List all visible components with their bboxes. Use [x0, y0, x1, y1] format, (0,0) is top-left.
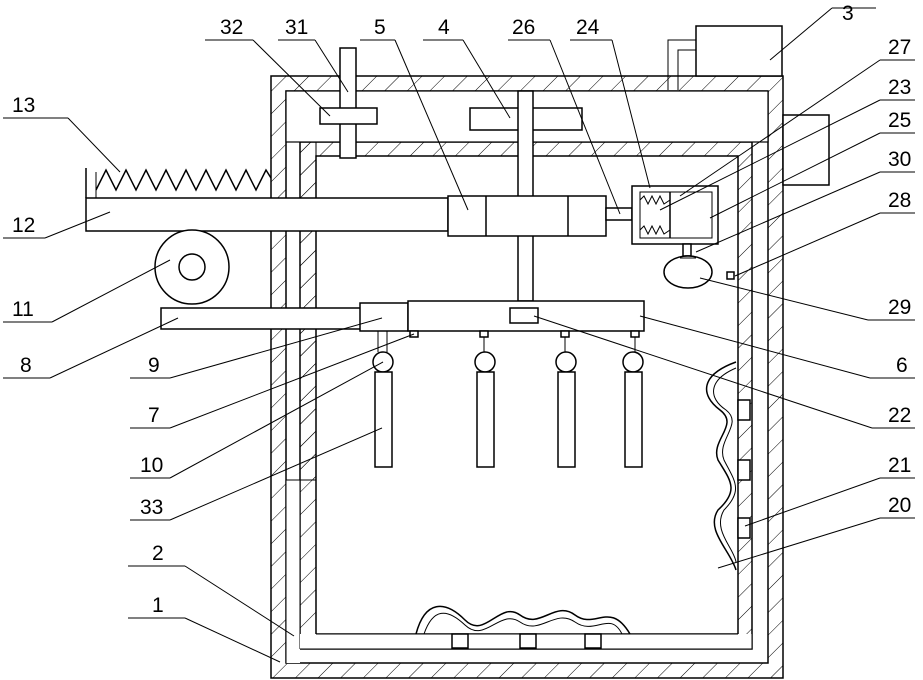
label-10: 10: [140, 454, 163, 477]
label-26: 26: [512, 16, 535, 39]
label-2: 2: [152, 542, 164, 565]
label-27: 27: [888, 36, 911, 59]
label-11: 11: [12, 298, 34, 321]
label-6: 6: [896, 354, 908, 377]
label-22: 22: [888, 404, 911, 427]
crossbeam-6: [408, 301, 644, 337]
label-33: 33: [140, 496, 163, 519]
label-32: 32: [220, 16, 243, 39]
label-20: 20: [888, 494, 911, 517]
label-30: 30: [888, 148, 911, 171]
label-29: 29: [888, 296, 911, 319]
label-12: 12: [12, 214, 35, 237]
label-31: 31: [285, 16, 308, 39]
label-8: 8: [20, 354, 32, 377]
label-9: 9: [148, 354, 160, 377]
label-3: 3: [842, 2, 854, 25]
label-1: 1: [152, 594, 164, 617]
label-7: 7: [148, 404, 160, 427]
label-28: 28: [888, 189, 911, 212]
sensor-28: [727, 272, 734, 279]
label-13: 13: [12, 94, 35, 117]
side-box-23: [783, 115, 829, 185]
label-23: 23: [888, 76, 911, 99]
cylinder-5: [448, 196, 632, 236]
label-25: 25: [888, 109, 911, 132]
wheel-11: [155, 230, 229, 304]
label-4: 4: [438, 16, 450, 39]
label-21: 21: [888, 454, 911, 477]
label-24: 24: [576, 16, 600, 39]
label-5: 5: [374, 16, 386, 39]
nozzle-29: [664, 256, 712, 288]
